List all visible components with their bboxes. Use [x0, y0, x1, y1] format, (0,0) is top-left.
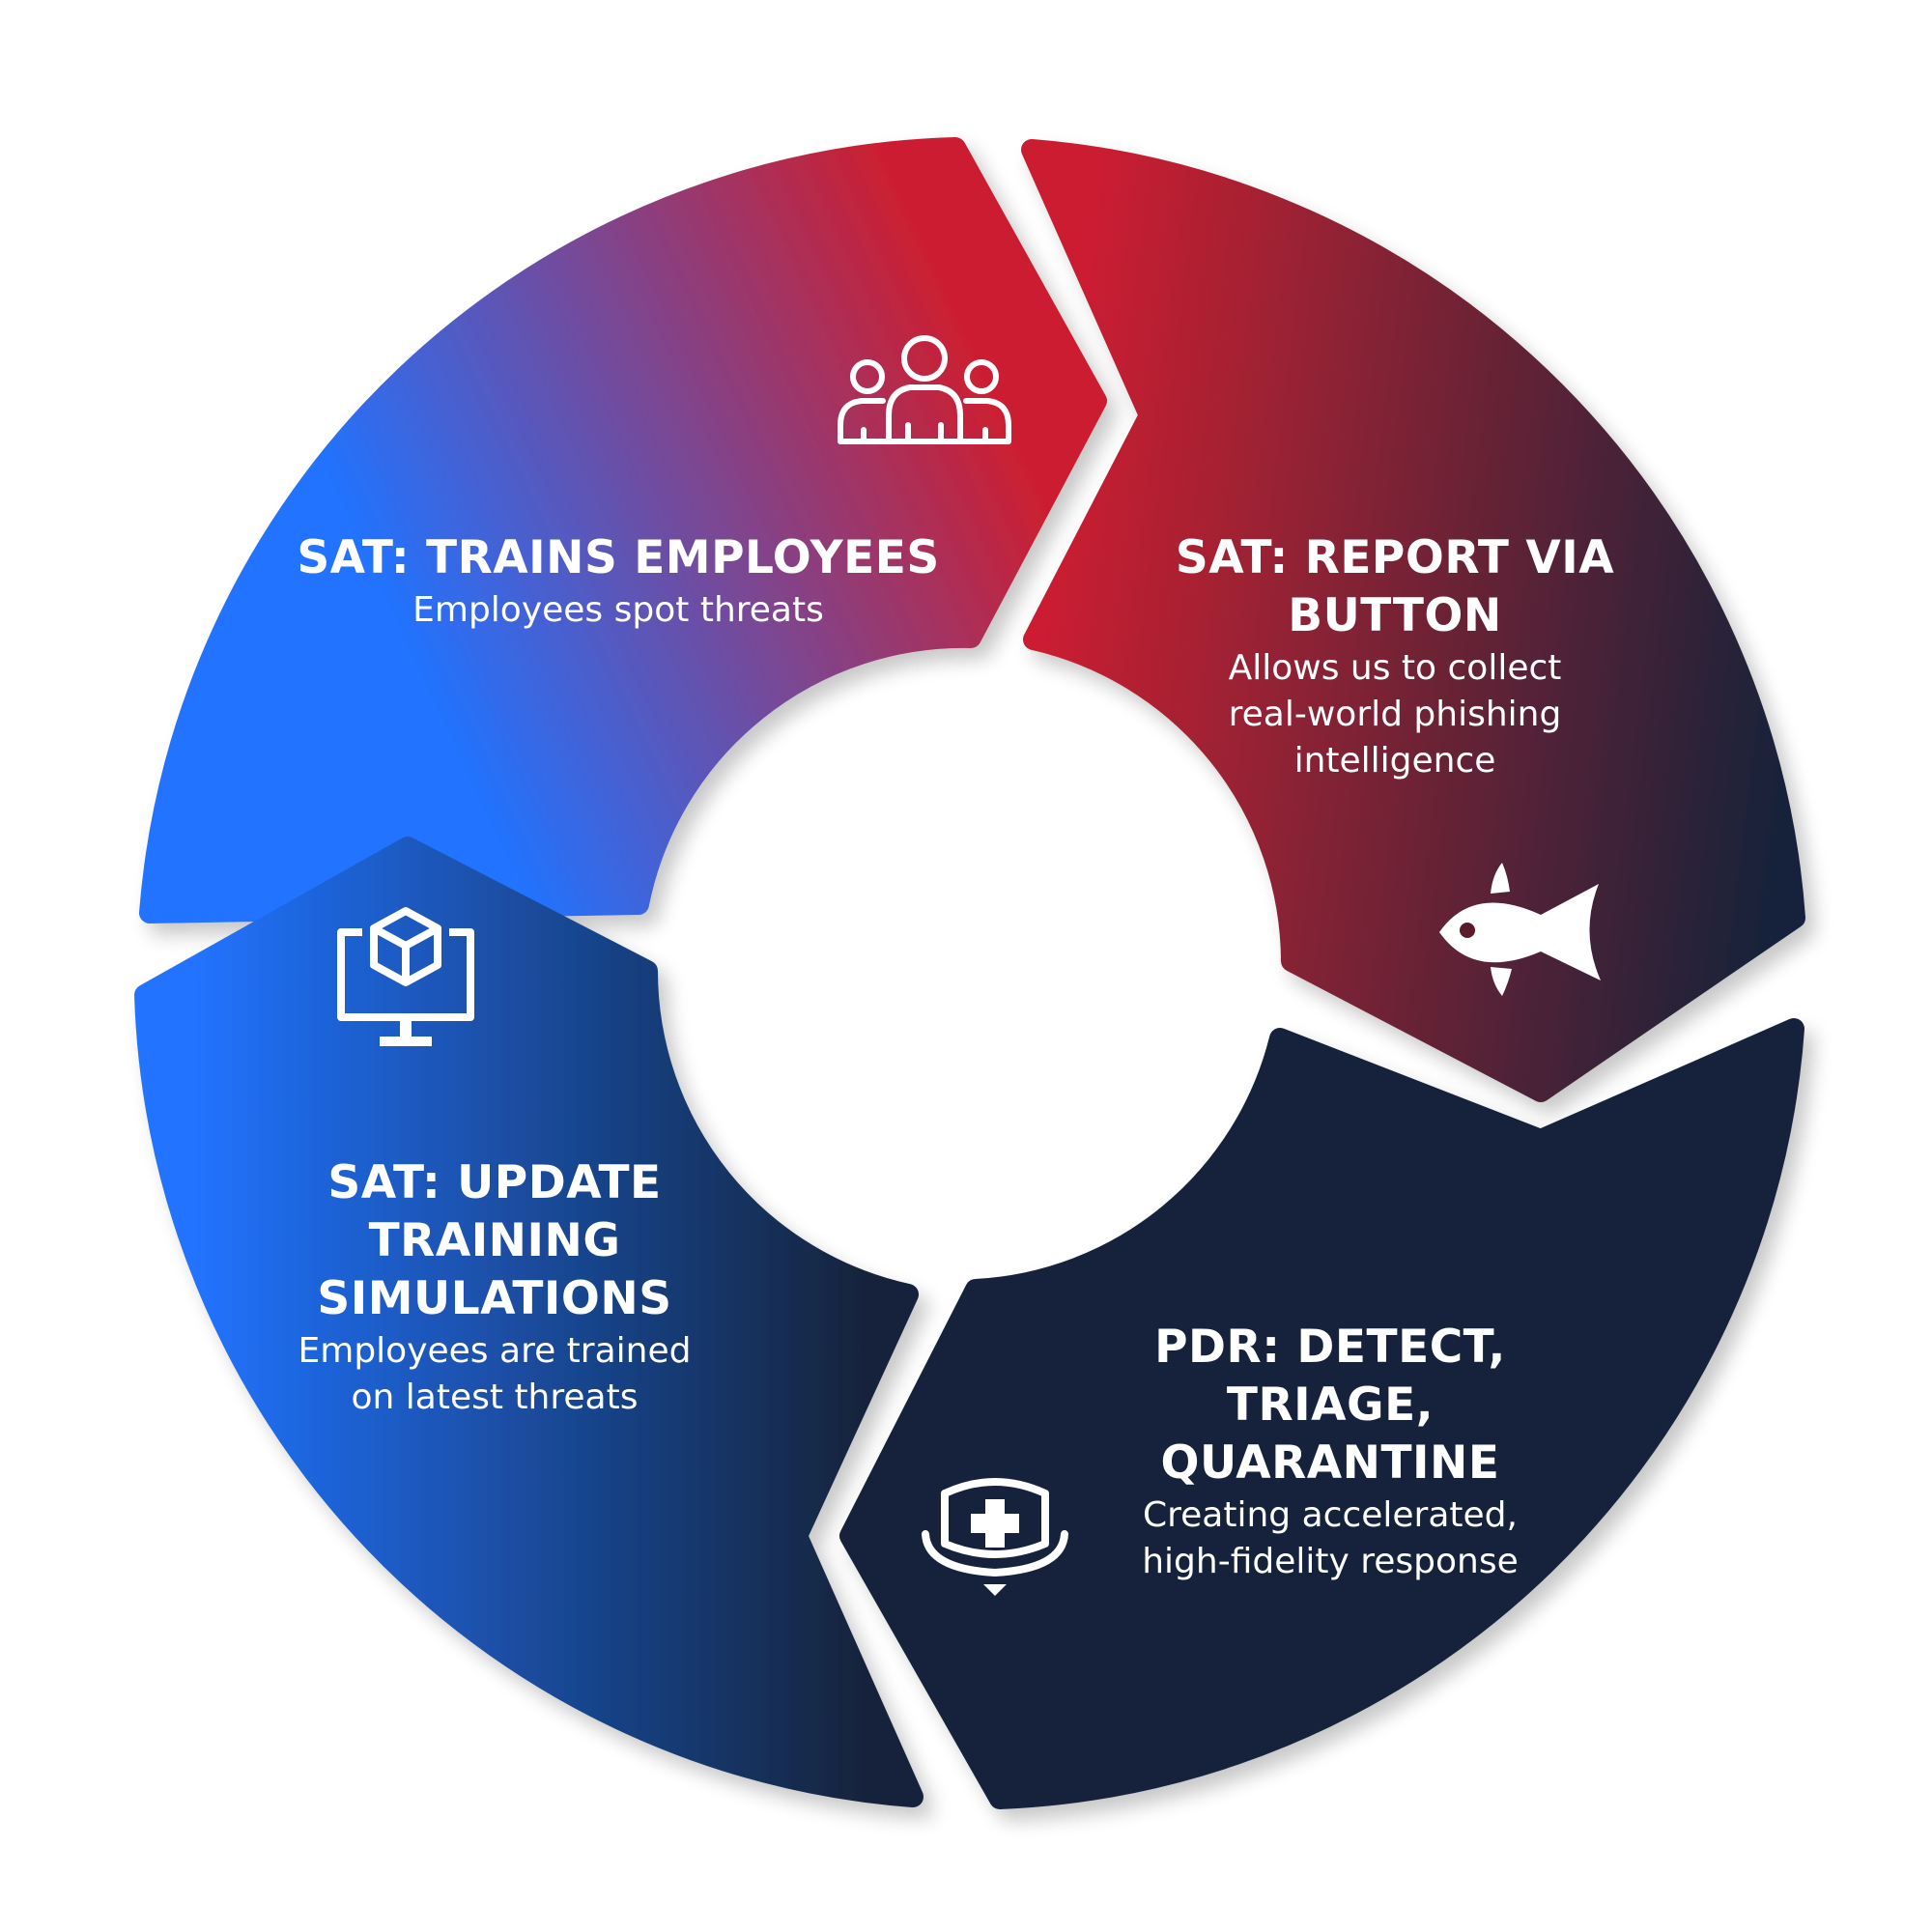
fish-icon — [1439, 863, 1601, 996]
step-title: SAT: REPORT VIA BUTTON — [1175, 531, 1615, 642]
segment-update-training-simulations — [134, 837, 923, 1807]
segment-trains-employees — [139, 137, 1107, 923]
step-title: SAT: UPDATE TRAINING SIMULATIONS — [317, 1156, 672, 1325]
shield-plus-icon — [922, 1478, 1068, 1596]
step-trains-employees: SAT: TRAINS EMPLOYEES Employees spot thr… — [280, 529, 956, 634]
step-description: Allows us to collect real-world phishing… — [1228, 648, 1562, 781]
step-description: Employees are trained on latest threats — [298, 1331, 692, 1417]
step-report-via-button: SAT: REPORT VIA BUTTON Allows us to coll… — [1173, 529, 1617, 784]
step-update-training-simulations: SAT: UPDATE TRAINING SIMULATIONS Employe… — [282, 1154, 707, 1421]
step-title: SAT: TRAINS EMPLOYEES — [297, 531, 940, 584]
step-description: Creating accelerated, high-fidelity resp… — [1142, 1495, 1519, 1581]
step-detect-triage-quarantine: PDR: DETECT, TRIAGE, QUARANTINE Creating… — [1055, 1319, 1605, 1585]
people-group-icon — [838, 335, 1011, 444]
segment-report-via-button — [1021, 139, 1805, 1102]
step-description: Employees spot threats — [412, 590, 824, 630]
step-title: PDR: DETECT, TRIAGE, QUARANTINE — [1154, 1321, 1506, 1490]
segment-detect-triage-quarantine — [839, 1018, 1804, 1809]
monitor-cube-icon — [337, 907, 474, 1046]
